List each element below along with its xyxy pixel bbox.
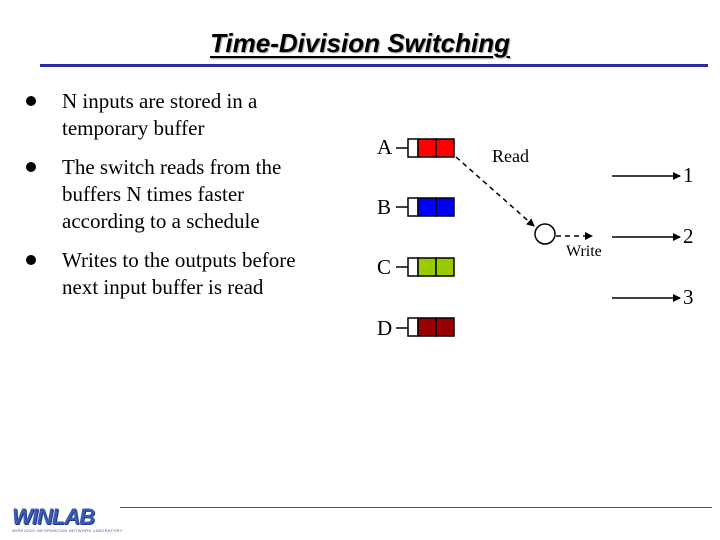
bullet-item: Writes to the outputs before next input … [22,247,322,301]
buffer-slot-a1 [417,138,437,158]
bullet-text: N inputs are stored in a temporary buffe… [62,89,258,140]
buffer-slot-b2 [435,197,455,217]
buffer-slot-empty-b [407,197,419,217]
buffer-slot-d1 [417,317,437,337]
switch-buffer-circle [534,223,556,245]
input-label-a: A [377,135,393,159]
slide-title: Time-Division Switching [209,28,510,58]
bullet-dot-icon [26,162,36,172]
buffer-slot-b1 [417,197,437,217]
buffer-slot-empty-c [407,257,419,277]
output-label-3: 3 [683,285,694,309]
bullet-item: The switch reads from the buffers N time… [22,154,322,235]
read-arrow [455,156,535,227]
output-label-2: 2 [683,224,694,248]
read-label: Read [492,146,529,166]
bullet-text: The switch reads from the buffers N time… [62,155,282,233]
input-label-d: D [377,316,392,340]
logo-text: WINLAB [12,504,95,529]
bullet-dot-icon [26,255,36,265]
input-label-c: C [377,255,391,279]
buffer-slot-c1 [417,257,437,277]
write-label: Write [566,243,602,260]
output-label-1: 1 [683,163,694,187]
bullet-item: N inputs are stored in a temporary buffe… [22,88,322,142]
buffer-slot-empty-a [407,138,419,158]
buffer-slot-d2 [435,317,455,337]
footer-rule [120,507,712,508]
input-label-b: B [377,195,391,219]
bullet-text: Writes to the outputs before next input … [62,248,296,299]
buffer-slot-c2 [435,257,455,277]
buffer-slot-empty-d [407,317,419,337]
buffer-slot-a2 [435,138,455,158]
bullet-dot-icon [26,96,36,106]
logo-subtext: WIRELESS INFORMATION NETWORK LABORATORY [12,528,122,533]
title-rule [40,64,708,67]
winlab-logo: WINLAB WIRELESS INFORMATION NETWORK LABO… [12,506,122,536]
bullet-list: N inputs are stored in a temporary buffe… [22,88,322,313]
